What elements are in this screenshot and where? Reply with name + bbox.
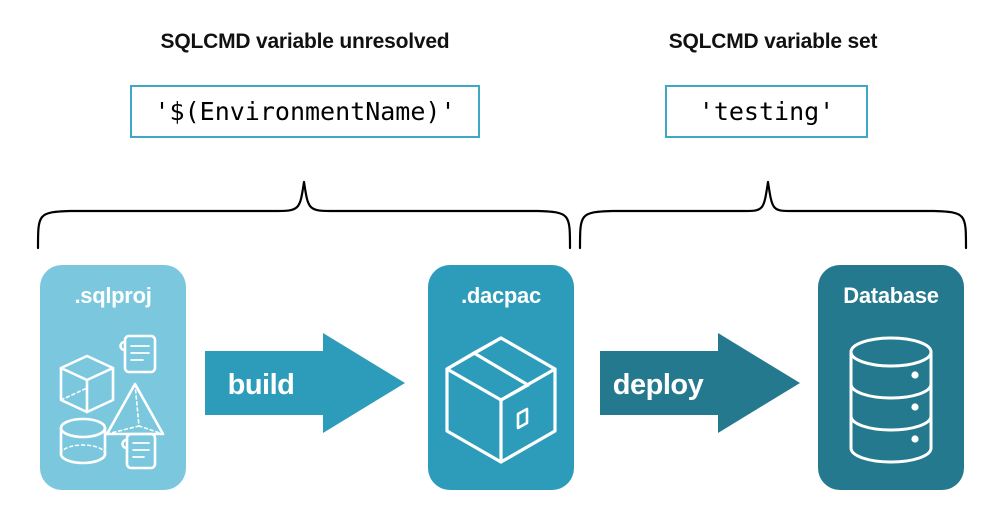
stage-label-sqlproj: .sqlproj: [74, 283, 152, 308]
database-cylinder-icon: [849, 336, 933, 463]
brace-left: [36, 180, 572, 250]
stage-art-database: [818, 309, 964, 490]
cube-icon: [59, 354, 115, 413]
arrow-deploy: deploy: [600, 333, 800, 433]
stage-label-dacpac: .dacpac: [461, 283, 541, 308]
arrow-build-label: build: [228, 369, 295, 401]
arrow-build: build: [205, 333, 405, 433]
stage-card-database: Database: [818, 265, 964, 490]
sqlcmd-variable-unresolved-value: '$(EnvironmentName)': [154, 97, 456, 126]
brace-right: [578, 180, 968, 250]
arrow-build-shape: [205, 333, 405, 433]
stage-label-database: Database: [843, 283, 939, 308]
scroll-icon: [119, 334, 157, 373]
sqlcmd-variable-set-value-box: 'testing': [665, 85, 868, 138]
section-heading-right: SQLCMD variable set: [668, 30, 878, 53]
section-heading-left: SQLCMD variable unresolved: [160, 30, 450, 53]
cylinder-icon: [59, 417, 107, 464]
sqlproj-objects-illustration: [59, 334, 165, 469]
sqlcmd-variable-set-value: 'testing': [698, 97, 835, 126]
scroll-icon: [121, 432, 157, 469]
stage-art-dacpac: [428, 309, 574, 490]
stage-card-sqlproj: .sqlproj: [40, 265, 186, 490]
arrow-deploy-label: deploy: [613, 369, 704, 401]
stage-art-sqlproj: [40, 309, 186, 490]
pyramid-icon: [105, 382, 165, 435]
package-box-icon: [445, 335, 557, 464]
sqlcmd-variable-unresolved-value-box: '$(EnvironmentName)': [130, 85, 480, 138]
arrow-deploy-shape: [600, 333, 800, 433]
stage-card-dacpac: .dacpac: [428, 265, 574, 490]
